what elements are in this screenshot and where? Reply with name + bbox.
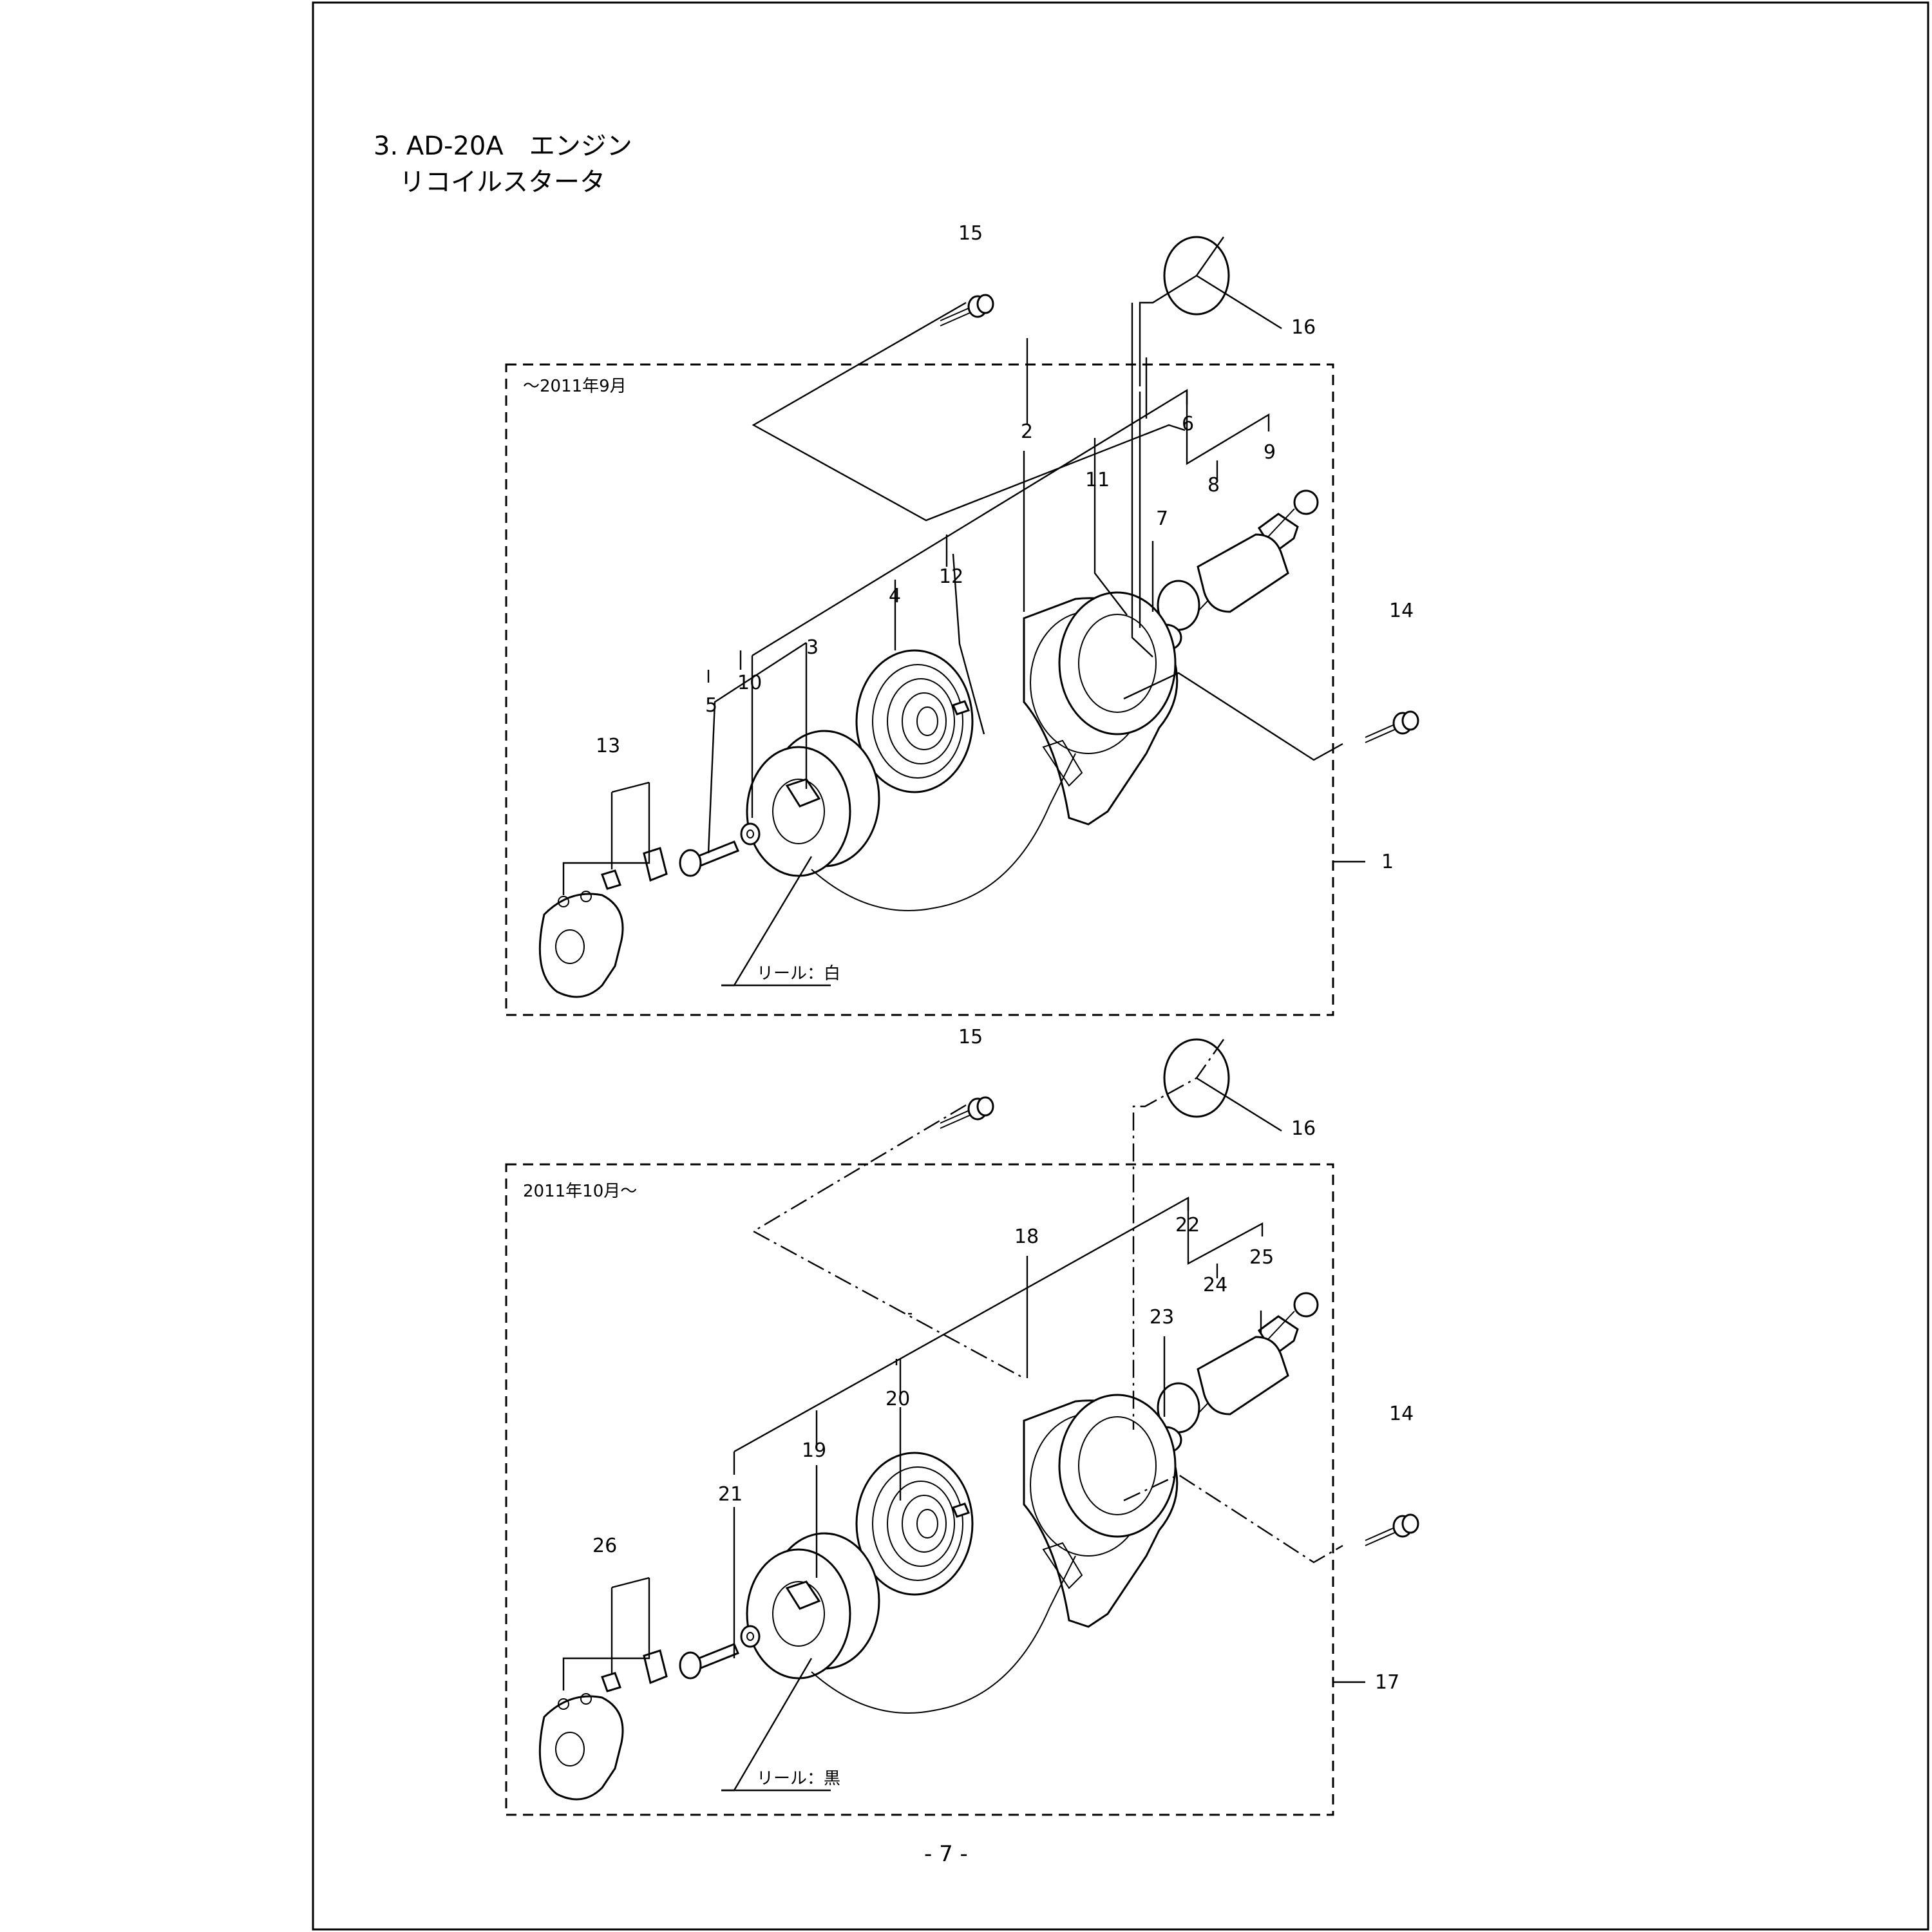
page-frame <box>312 1 1929 1931</box>
callout-13: 13 <box>596 735 620 757</box>
callout-7: 7 <box>1156 507 1168 530</box>
upper-era-box <box>505 363 1334 1016</box>
callout-17: 17 <box>1375 1671 1399 1694</box>
lower-screw-15-drawing <box>939 1096 994 1130</box>
callout-6: 6 <box>1182 413 1194 435</box>
callout-14-lower: 14 <box>1389 1403 1414 1425</box>
page-number: - 7 - <box>924 1841 968 1867</box>
callout-12: 12 <box>939 565 963 588</box>
callout-14: 14 <box>1389 600 1414 622</box>
lower-era-box <box>505 1163 1334 1816</box>
upper-recoil-starter-drawing <box>538 489 1319 998</box>
callout-19: 19 <box>802 1439 826 1462</box>
callout-5: 5 <box>705 694 717 717</box>
upper-screw-14-drawing <box>1364 710 1419 744</box>
callout-4: 4 <box>889 585 901 607</box>
upper-reel-note: リール：白 <box>757 964 840 983</box>
callout-15: 15 <box>958 222 983 245</box>
upper-screw-15-drawing <box>939 294 994 327</box>
callout-20: 20 <box>886 1388 910 1410</box>
upper-assembly: ～2011年9月 <box>505 222 1419 1315</box>
lower-recoil-starter-drawing <box>538 1292 1319 1801</box>
lower-era-label: 2011年10月～ <box>523 1182 637 1201</box>
diagram-subtitle: リコイルスタータ <box>399 167 605 197</box>
callout-1: 1 <box>1381 851 1394 873</box>
callout-24: 24 <box>1203 1274 1227 1296</box>
upper-era-label: ～2011年9月 <box>523 377 627 396</box>
callout-9: 9 <box>1264 441 1276 464</box>
lower-assembly: 2011年10月～ <box>505 1026 1419 1816</box>
callout-15-lower: 15 <box>958 1026 983 1048</box>
callout-16-lower: 16 <box>1291 1117 1316 1140</box>
callout-2: 2 <box>1021 421 1033 443</box>
upper-leader-lines <box>562 236 1365 1315</box>
callout-26: 26 <box>592 1535 617 1557</box>
diagram-title: 3. AD-20A エンジン <box>374 131 632 161</box>
callout-10: 10 <box>737 672 762 694</box>
callout-16: 16 <box>1291 316 1316 339</box>
callout-8: 8 <box>1208 474 1220 497</box>
callout-18: 18 <box>1014 1226 1039 1248</box>
callout-21: 21 <box>718 1483 743 1506</box>
lower-screw-14-drawing <box>1364 1513 1419 1547</box>
callout-23: 23 <box>1150 1306 1174 1329</box>
lower-reel-note: リール：黒 <box>757 1769 840 1788</box>
callout-11: 11 <box>1085 469 1110 491</box>
callout-22: 22 <box>1175 1214 1200 1236</box>
callout-3: 3 <box>806 636 819 659</box>
lower-leader-lines <box>562 1039 1365 1792</box>
callout-25: 25 <box>1249 1246 1274 1269</box>
